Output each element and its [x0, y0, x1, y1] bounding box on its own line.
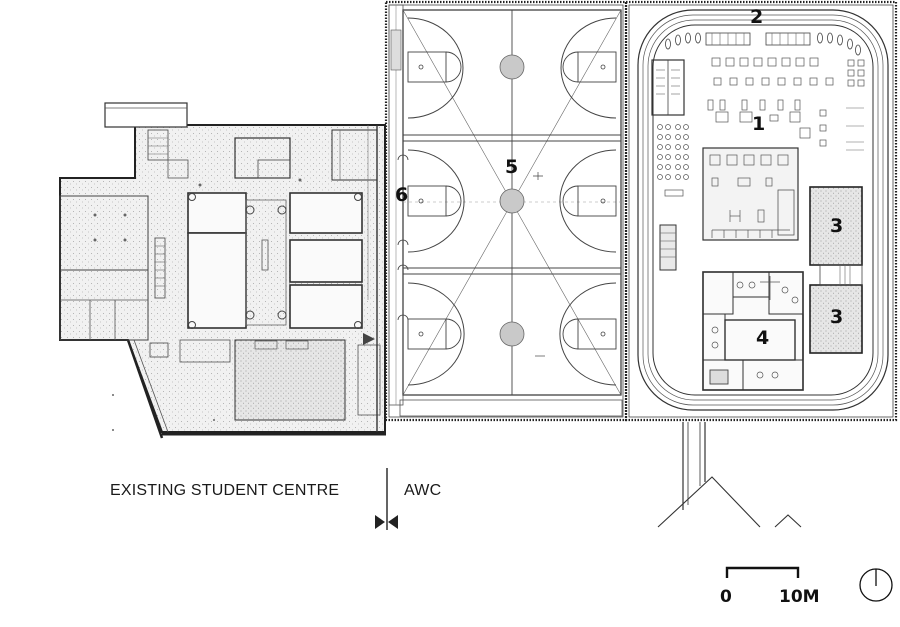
area-label-6: 6: [395, 184, 409, 206]
match-line-arrows-icon: [375, 515, 398, 529]
area-label-5: 5: [505, 156, 519, 178]
area-label-1: 1: [752, 113, 766, 135]
existing-student-centre: [59, 102, 386, 439]
existing-student-centre-caption: EXISTING STUDENT CENTRE: [110, 482, 340, 499]
walkway: [657, 422, 802, 528]
north-arrow-icon: [859, 568, 893, 602]
area-label-3-upper: 3: [830, 215, 844, 237]
scale-start-label: 0: [720, 587, 732, 607]
area-label-2: 2: [750, 6, 764, 28]
scale-end-label: 10M: [779, 587, 820, 607]
gymnasium-courts: [384, 0, 628, 422]
area-label-4: 4: [756, 327, 770, 349]
scale-bar: [725, 566, 800, 578]
awc-caption: AWC: [404, 482, 442, 499]
area-label-3-lower: 3: [830, 306, 844, 328]
entry-arrow-icon: [363, 333, 375, 345]
fitness-track-wing: [624, 0, 898, 422]
